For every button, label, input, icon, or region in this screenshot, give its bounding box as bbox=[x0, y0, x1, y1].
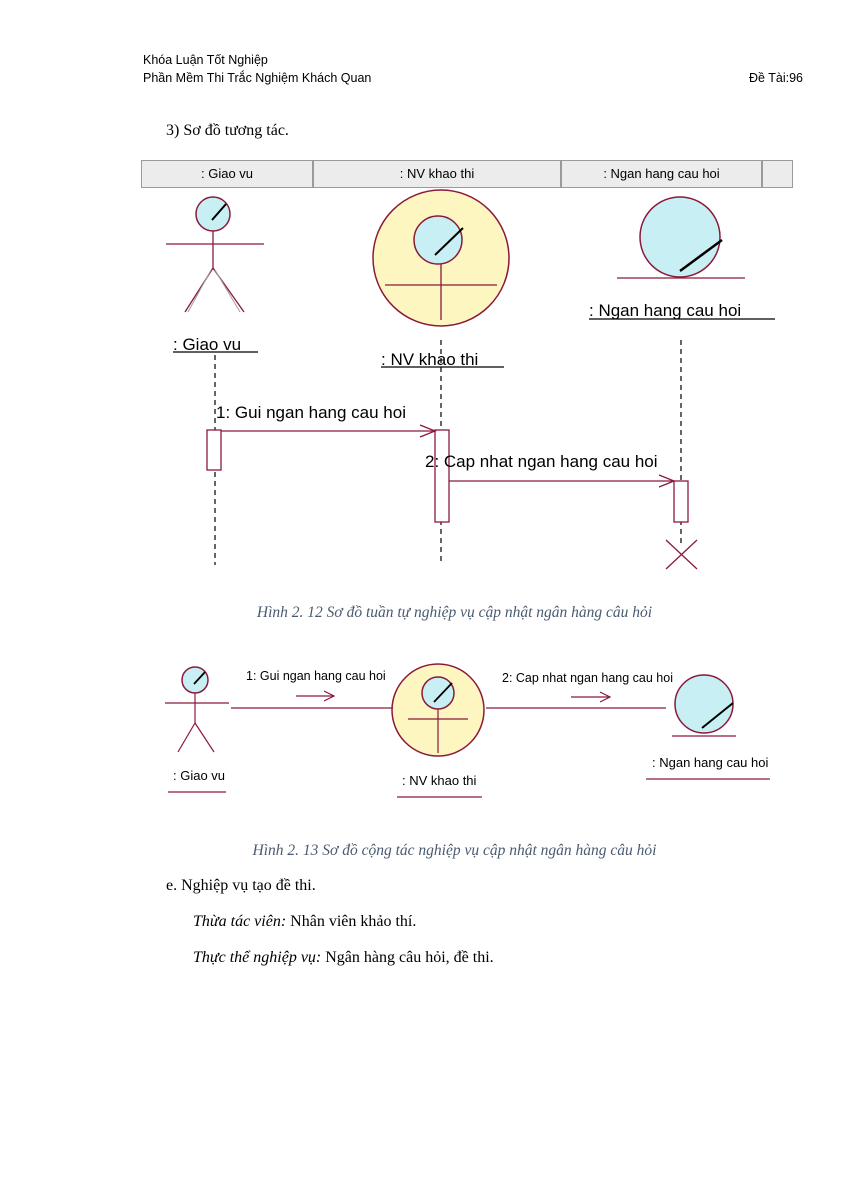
seq-message-2-label: 2: Cap nhat ngan hang cau hoi bbox=[425, 452, 658, 471]
collaboration-diagram: : Giao vu : NV khao thi : Ngan hang cau … bbox=[165, 663, 770, 798]
collab-message-1-label: 1: Gui ngan hang cau hoi bbox=[246, 669, 386, 683]
collab-label-ngan-hang: : Ngan hang cau hoi bbox=[652, 755, 768, 770]
actor-role-value: Nhân viên khảo thí. bbox=[286, 913, 417, 930]
collab-message-2-label: 2: Cap nhat ngan hang cau hoi bbox=[502, 671, 673, 685]
header-topic: Đề Tài:96 bbox=[749, 71, 803, 85]
control-object-icon bbox=[372, 189, 510, 327]
collab-label-giao-vu: : Giao vu bbox=[173, 768, 225, 783]
sequence-diagram: : Giao vu : NV khao thi : Ngan hang cau … bbox=[166, 189, 775, 570]
lifeline-label-giao-vu: : Giao vu bbox=[173, 335, 241, 354]
item-e-heading: e. Nghiệp vụ tạo đề thi. bbox=[166, 877, 316, 894]
seq-header-filler bbox=[762, 160, 793, 188]
figure-caption-2: Hình 2. 13 Sơ đồ cộng tác nghiệp vụ cập … bbox=[252, 842, 657, 859]
seq-message-1-label: 1: Gui ngan hang cau hoi bbox=[216, 403, 406, 422]
destroy-marker-icon bbox=[665, 539, 698, 570]
collab-actor-icon bbox=[165, 666, 229, 753]
header-title: Khóa Luận Tốt Nghiệp bbox=[143, 53, 268, 67]
business-entity-label: Thực thể nghiệp vụ: bbox=[193, 949, 322, 966]
lifeline-label-ngan-hang: : Ngan hang cau hoi bbox=[589, 301, 741, 320]
collab-control-icon bbox=[391, 663, 485, 757]
item-e-entity-line: Thực thể nghiệp vụ: Ngân hàng câu hỏi, đ… bbox=[193, 949, 494, 967]
seq-header-ngan-hang: : Ngan hang cau hoi bbox=[561, 160, 762, 188]
entity-object-icon bbox=[617, 196, 745, 279]
actor-figure-icon bbox=[166, 196, 264, 313]
header-subtitle: Phần Mềm Thi Trắc Nghiệm Khách Quan bbox=[143, 71, 372, 85]
figure-caption-1: Hình 2. 12 Sơ đồ tuần tự nghiệp vụ cập n… bbox=[256, 604, 653, 621]
actor-role-label: Thừa tác viên: bbox=[193, 913, 287, 930]
collab-label-nv-khao-thi: : NV khao thi bbox=[402, 773, 477, 788]
business-entity-value: Ngân hàng câu hỏi, đề thi. bbox=[321, 949, 494, 966]
collab-entity-icon bbox=[672, 674, 736, 737]
lifeline-label-nv-khao-thi: : NV khao thi bbox=[381, 350, 478, 369]
seq-header-giao-vu: : Giao vu bbox=[141, 160, 313, 188]
item-e-actor-line: Thừa tác viên: Nhân viên khảo thí. bbox=[193, 913, 416, 931]
section-heading: 3) Sơ đồ tương tác. bbox=[166, 122, 289, 139]
seq-header-nv-khao-thi: : NV khao thi bbox=[313, 160, 561, 188]
